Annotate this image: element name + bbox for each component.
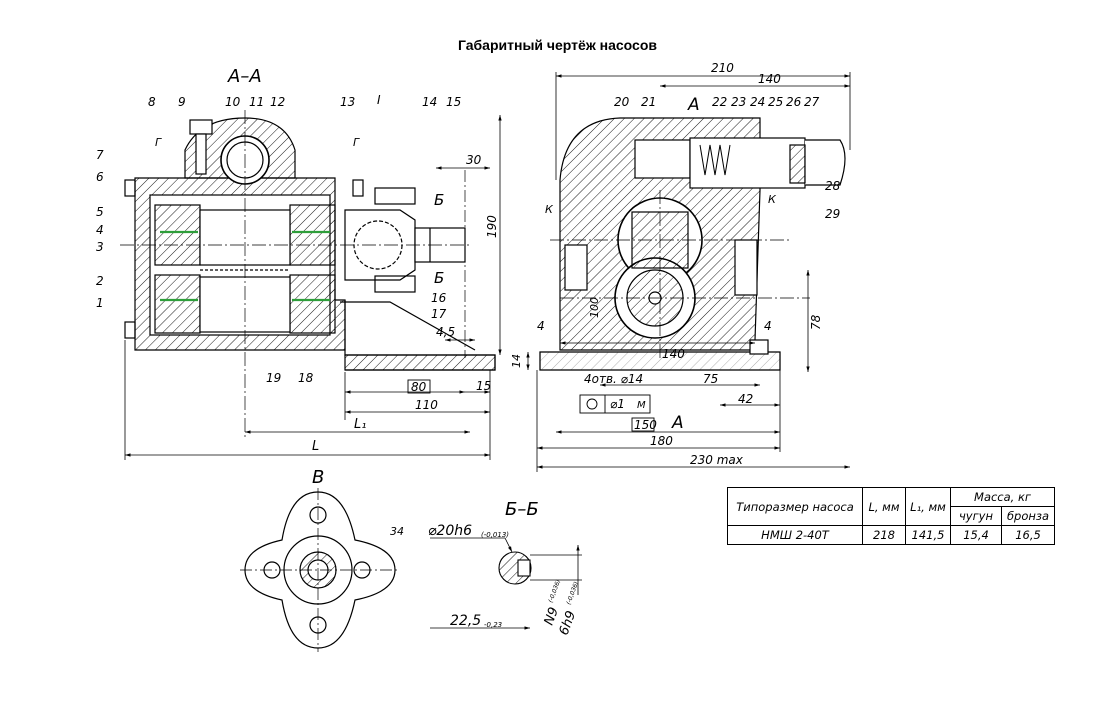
dim-tolerance-m: M [637, 400, 646, 411]
dim-holes: 4отв. ⌀14 [584, 372, 643, 386]
dim-110: 110 [415, 398, 438, 412]
section-aa-label: А–А [227, 66, 262, 87]
bb-n9: N9 [542, 605, 562, 627]
part-24: 24 [750, 95, 765, 109]
part-12: 12 [270, 95, 285, 109]
dim-L1: L₁ [354, 417, 366, 432]
part-1: 1 [96, 296, 104, 310]
cell-L1: 141,5 [905, 525, 951, 545]
cut-b-top: Б [434, 191, 444, 209]
header-L: L, мм [862, 487, 906, 526]
side-view [539, 117, 846, 371]
cell-bronze: 16,5 [1001, 525, 1055, 545]
cell-L: 218 [862, 525, 906, 545]
bb-shaft-tol: (-0,013) [481, 531, 509, 539]
dim-tolerance: ⌀1 [610, 397, 625, 411]
bb-shaft-dim: ⌀20h6 [428, 523, 472, 539]
dim-42: 42 [738, 392, 753, 406]
part-27: 27 [804, 95, 820, 109]
section-bb-view [430, 537, 582, 630]
dim-4-left: 4 [537, 319, 545, 333]
part-29: 29 [825, 207, 840, 221]
cut-k-left: К [545, 203, 554, 216]
dim-30: 30 [466, 153, 482, 167]
detail-i-label: I [377, 93, 381, 107]
side-view-dimensions [526, 72, 851, 472]
dim-140-bottom: 140 [662, 347, 685, 361]
header-L1: L₁, мм [905, 487, 951, 526]
dim-140-top: 140 [758, 72, 781, 86]
header-cast-iron: чугун [950, 506, 1002, 526]
part-3: 3 [96, 240, 104, 254]
dim-L: L [312, 439, 319, 454]
part-28: 28 [825, 179, 841, 193]
cut-a-top: А [687, 95, 700, 115]
header-bronze: бронза [1001, 506, 1055, 526]
dim-4-5: 4,5 [436, 325, 455, 339]
header-model: Типоразмер насоса [727, 487, 863, 526]
bb-key-width: 22,5 [450, 613, 481, 629]
view-v-label: В [312, 467, 324, 488]
part-22: 22 [712, 95, 727, 109]
part-23: 23 [731, 95, 746, 109]
part-13: 13 [340, 95, 355, 109]
part-10: 10 [225, 95, 241, 109]
page-title: Габаритный чертёж насосов [458, 37, 657, 53]
dim-80: 80 [411, 380, 427, 394]
part-18: 18 [298, 371, 314, 385]
part-9: 9 [178, 95, 186, 109]
part-14: 14 [422, 95, 437, 109]
part-21: 21 [641, 95, 656, 109]
dim-15: 15 [476, 379, 491, 393]
section-aa-view [120, 110, 496, 440]
part-19: 19 [266, 371, 281, 385]
part-7: 7 [96, 148, 104, 162]
part-4: 4 [96, 223, 104, 237]
part-20: 20 [614, 95, 630, 109]
cell-cast-iron: 15,4 [950, 525, 1002, 545]
cut-b-bottom: Б [434, 269, 444, 287]
part-2: 2 [96, 274, 104, 288]
dim-190: 190 [485, 215, 499, 238]
part-8: 8 [148, 95, 156, 109]
view-v [240, 488, 400, 652]
dim-100: 100 [588, 297, 601, 318]
dim-75: 75 [703, 372, 718, 386]
cut-k-right: К [768, 193, 777, 206]
part-17: 17 [431, 307, 447, 321]
part-26: 26 [786, 95, 802, 109]
cell-model: НМШ 2-40Т [727, 525, 863, 545]
part-15: 15 [446, 95, 461, 109]
dim-4-right: 4 [764, 319, 772, 333]
cut-a-bottom: А [671, 413, 684, 433]
section-bb-label: Б–Б [505, 499, 539, 520]
part-34: 34 [390, 525, 404, 538]
dim-230: 230 max [690, 453, 744, 467]
header-mass: Масса, кг [950, 487, 1055, 507]
dim-78: 78 [809, 314, 823, 330]
cut-g-left: Г [155, 136, 162, 149]
part-25: 25 [768, 95, 783, 109]
section-aa-dimensions [124, 115, 502, 460]
dim-150: 150 [634, 418, 657, 432]
bb-n9-tol: (-0,036) [547, 579, 562, 604]
dim-180: 180 [650, 434, 673, 448]
part-6: 6 [96, 170, 104, 184]
part-11: 11 [249, 95, 264, 109]
cut-g-right: Г [353, 136, 360, 149]
part-5: 5 [96, 205, 104, 219]
spec-table: Типоразмер насоса L, мм L₁, мм Масса, кг… [727, 487, 1055, 545]
dim-210: 210 [711, 61, 734, 75]
dim-14: 14 [510, 354, 523, 368]
table-row: НМШ 2-40Т 218 141,5 15,4 16,5 [727, 525, 1055, 545]
part-16: 16 [431, 291, 447, 305]
bb-key-width-tol: -0,23 [484, 621, 502, 629]
